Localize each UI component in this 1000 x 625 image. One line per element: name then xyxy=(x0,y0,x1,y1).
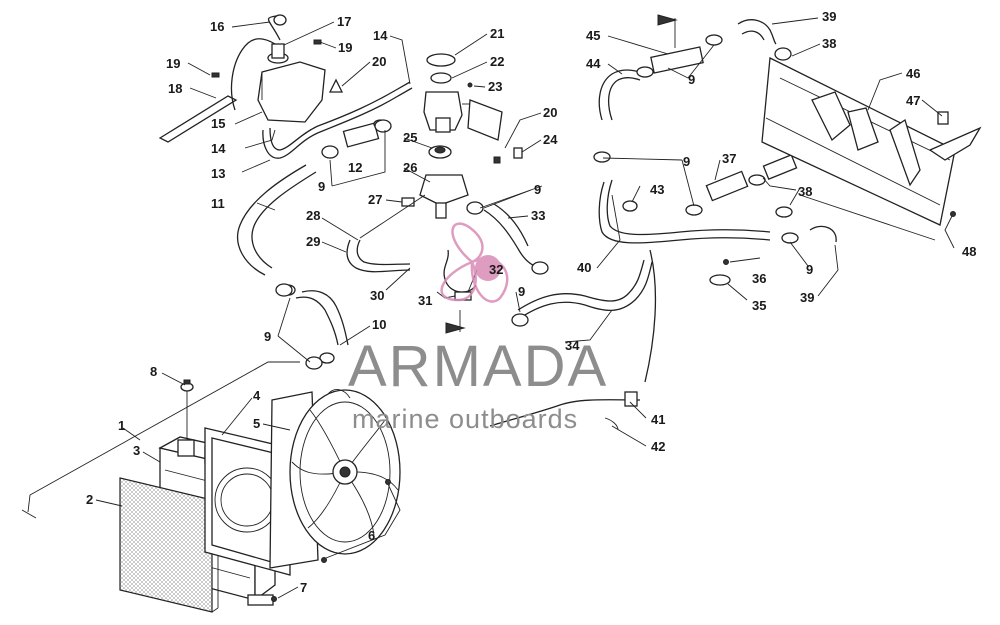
callout-12: 12 xyxy=(348,160,362,175)
callout-14-a: 14 xyxy=(211,141,226,156)
callout-45: 45 xyxy=(586,28,600,43)
callout-9-f: 9 xyxy=(683,154,690,169)
cooling-fan xyxy=(269,388,401,569)
callout-44: 44 xyxy=(586,56,601,71)
callout-41: 41 xyxy=(651,412,665,427)
callout-43: 43 xyxy=(650,182,664,197)
callout-7: 7 xyxy=(300,580,307,595)
callout-34: 34 xyxy=(565,338,580,353)
callout-11: 11 xyxy=(211,196,225,211)
callout-9-a: 9 xyxy=(264,329,271,344)
callout-47: 47 xyxy=(906,93,920,108)
callout-35: 35 xyxy=(752,298,766,313)
callout-19-a: 19 xyxy=(166,56,180,71)
radiator-assembly xyxy=(21,361,401,613)
callout-17: 17 xyxy=(337,14,351,29)
callout-labels: 1 2 3 4 5 6 7 8 9 9 9 9 9 9 9 10 11 12 1… xyxy=(86,9,976,595)
callout-27: 27 xyxy=(368,192,382,207)
callout-3: 3 xyxy=(133,443,140,458)
callout-23: 23 xyxy=(488,79,502,94)
callout-13: 13 xyxy=(211,166,225,181)
thermostat-housing xyxy=(401,53,523,219)
callout-32: 32 xyxy=(489,262,503,277)
callout-14-b: 14 xyxy=(373,28,388,43)
coolant-tank-assembly xyxy=(158,14,413,159)
callout-5: 5 xyxy=(253,416,260,431)
watermark-brand: ARMADA xyxy=(348,334,608,399)
callout-25: 25 xyxy=(403,130,417,145)
callout-4: 4 xyxy=(253,388,261,403)
callout-9-d: 9 xyxy=(518,284,525,299)
callout-38-b: 38 xyxy=(798,184,812,199)
callout-37: 37 xyxy=(722,151,736,166)
callout-1: 1 xyxy=(118,418,125,433)
support-frame xyxy=(761,56,982,241)
callout-2: 2 xyxy=(86,492,93,507)
callout-21: 21 xyxy=(490,26,504,41)
callout-36: 36 xyxy=(752,271,766,286)
armada-watermark: ARMADA marine outboards xyxy=(348,222,608,434)
callout-29: 29 xyxy=(306,234,320,249)
callout-9-c: 9 xyxy=(534,182,541,197)
callout-16: 16 xyxy=(210,19,224,34)
callout-24: 24 xyxy=(543,132,558,147)
callout-26: 26 xyxy=(403,160,417,175)
callout-9-e: 9 xyxy=(688,72,695,87)
armada-logo-icon xyxy=(440,222,509,303)
callout-22: 22 xyxy=(490,54,504,69)
callout-8: 8 xyxy=(150,364,157,379)
callout-39-b: 39 xyxy=(800,290,814,305)
watermark-tagline: marine outboards xyxy=(352,404,578,434)
callout-10: 10 xyxy=(372,317,386,332)
radiator-screen xyxy=(119,477,219,613)
callout-33: 33 xyxy=(531,208,545,223)
callout-31: 31 xyxy=(418,293,432,308)
callout-20-a: 20 xyxy=(372,54,386,69)
callout-20-b: 20 xyxy=(543,105,557,120)
callout-38-a: 38 xyxy=(822,36,836,51)
callout-15: 15 xyxy=(211,116,225,131)
callout-9-g: 9 xyxy=(806,262,813,277)
callout-9-b: 9 xyxy=(318,179,325,194)
direction-arrows xyxy=(445,14,678,334)
callout-40: 40 xyxy=(577,260,591,275)
callout-30: 30 xyxy=(370,288,384,303)
callout-28: 28 xyxy=(306,208,320,223)
callout-19-b: 19 xyxy=(338,40,352,55)
fan-shroud xyxy=(204,427,291,606)
callout-42: 42 xyxy=(651,439,665,454)
callout-6: 6 xyxy=(368,528,375,543)
callout-39-a: 39 xyxy=(822,9,836,24)
hose-clamps xyxy=(275,34,799,370)
grommet-8 xyxy=(180,379,194,392)
callout-46: 46 xyxy=(906,66,920,81)
callout-48: 48 xyxy=(962,244,976,259)
callout-18: 18 xyxy=(168,81,182,96)
fastener-screws xyxy=(271,479,391,602)
